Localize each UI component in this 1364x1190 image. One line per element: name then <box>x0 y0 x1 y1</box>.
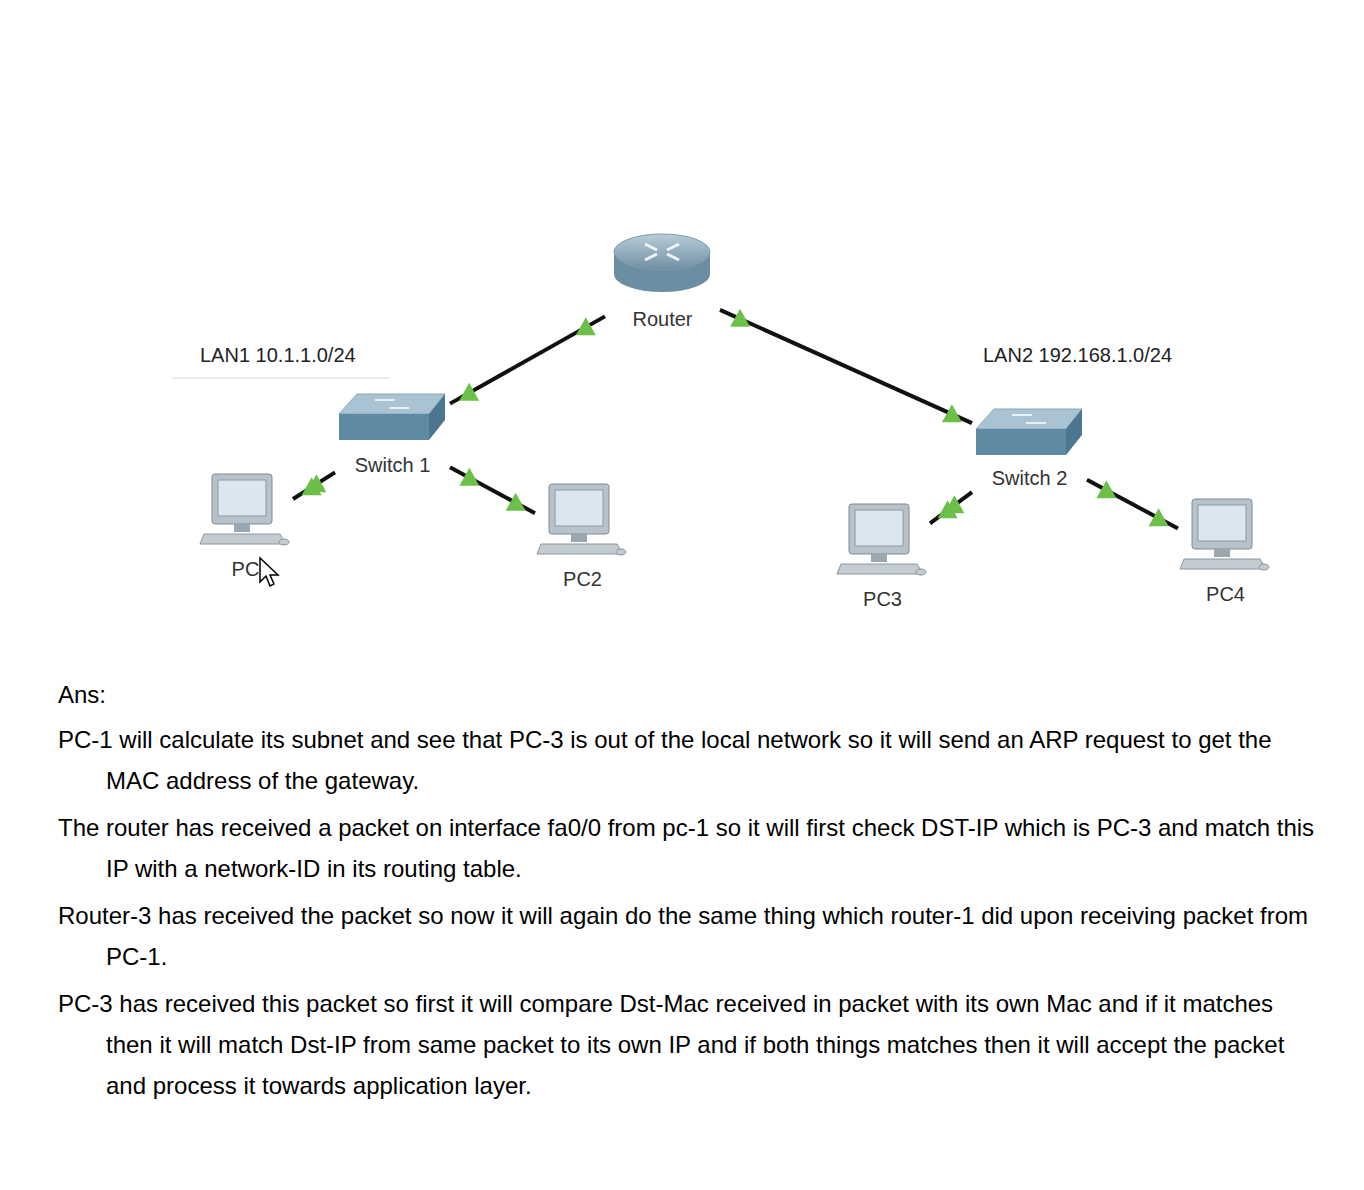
network-device: Switch 1 <box>335 390 450 482</box>
link-status-light <box>1096 480 1116 498</box>
link-status-light <box>506 493 526 511</box>
underline <box>172 377 390 379</box>
network-label: LAN2 192.168.1.0/24 <box>983 344 1172 367</box>
answer-paragraph: Router-3 has received the packet so now … <box>58 895 1318 977</box>
router-icon <box>605 232 720 302</box>
switch-icon <box>335 390 450 452</box>
link-status-light <box>459 468 479 486</box>
network-device: PC2 <box>535 480 630 598</box>
link-status-light <box>459 383 479 401</box>
answer-heading: Ans: <box>58 674 1318 715</box>
ethernet-link <box>293 472 335 499</box>
network-device: PC <box>198 470 293 588</box>
mouse-cursor <box>258 556 284 592</box>
link-status-light <box>1149 508 1169 526</box>
ethernet-link <box>450 467 535 513</box>
ethernet-link <box>450 316 605 403</box>
device-label: Switch 1 <box>335 454 450 477</box>
pc-icon <box>1178 495 1273 583</box>
network-device: Router <box>605 232 720 336</box>
ethernet-link <box>720 310 972 423</box>
ethernet-link <box>930 492 972 523</box>
pc-icon <box>535 480 630 568</box>
answer-paragraph: PC-1 will calculate its subnet and see t… <box>58 719 1318 801</box>
answer-paragraph: The router has received a packet on inte… <box>58 807 1318 889</box>
ethernet-link <box>1087 480 1178 529</box>
answer-text: Ans:PC-1 will calculate its subnet and s… <box>58 674 1318 1112</box>
network-device: PC4 <box>1178 495 1273 613</box>
answer-paragraph: PC-3 has received this packet so first i… <box>58 983 1318 1106</box>
pc-icon <box>198 470 293 558</box>
device-label: Switch 2 <box>972 467 1087 490</box>
network-device: PC3 <box>835 500 930 618</box>
link-status-light <box>302 477 322 495</box>
link-status-light <box>576 317 596 335</box>
link-status-light <box>942 404 962 422</box>
device-label: PC <box>198 558 293 581</box>
switch-icon <box>972 405 1087 467</box>
link-status-light <box>938 500 958 518</box>
device-label: PC2 <box>535 568 630 591</box>
device-label: Router <box>605 308 720 331</box>
link-status-light <box>730 309 750 327</box>
network-label: LAN1 10.1.1.0/24 <box>200 344 356 367</box>
network-device: Switch 2 <box>972 405 1087 493</box>
device-label: PC4 <box>1178 583 1273 606</box>
pc-icon <box>835 500 930 588</box>
device-label: PC3 <box>835 588 930 611</box>
